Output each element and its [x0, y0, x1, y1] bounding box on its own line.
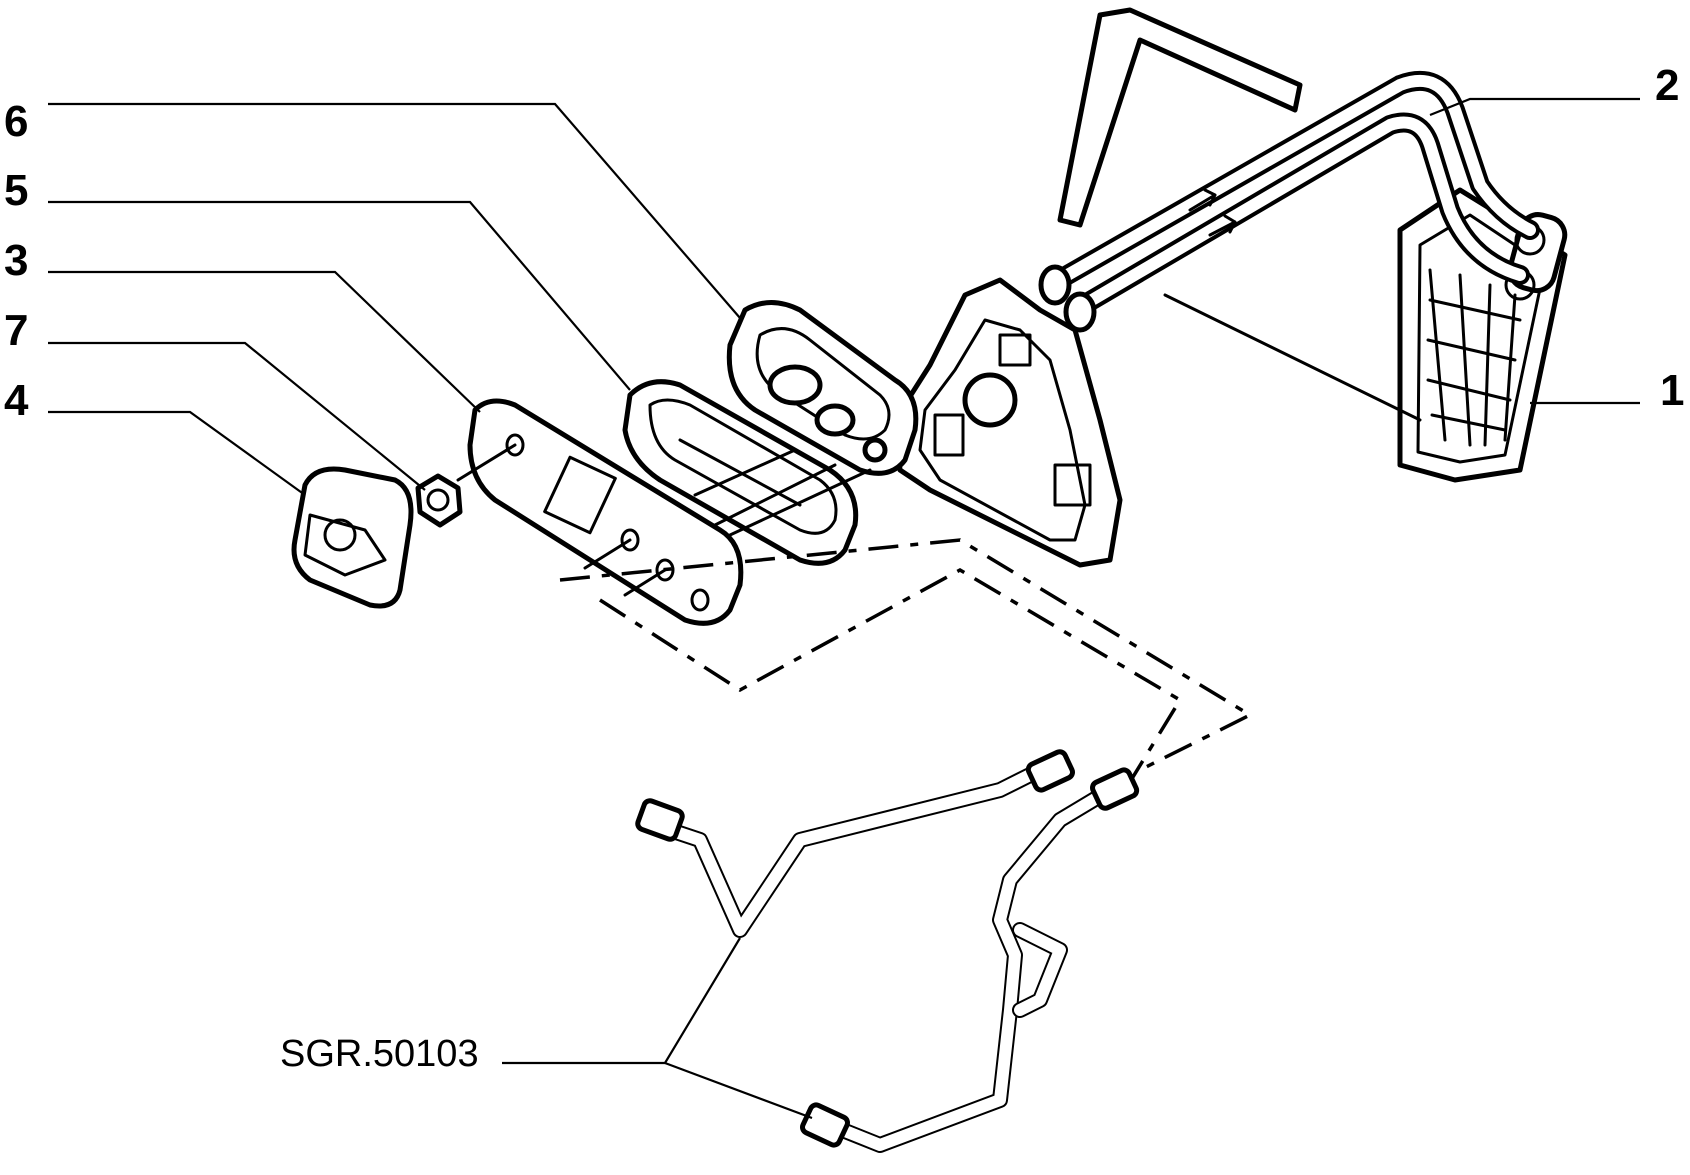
callout-6: 6 — [4, 97, 28, 146]
hose-assembly — [635, 749, 1140, 1153]
reference-label: SGR.50103 — [280, 1033, 479, 1075]
callout-4: 4 — [4, 376, 29, 425]
assembly-lines — [456, 443, 872, 597]
seal-part-5 — [622, 379, 859, 566]
cap-part-4 — [291, 466, 414, 609]
heater-pipes-part-2 — [1038, 7, 1540, 422]
gasket-part-6 — [726, 300, 919, 476]
callout-3: 3 — [4, 236, 28, 285]
nut-part-7 — [415, 473, 463, 528]
dashed-connection-lines — [559, 538, 1254, 791]
leader-lines — [48, 97, 1640, 1120]
callout-5: 5 — [4, 166, 28, 215]
callout-7: 7 — [4, 306, 28, 355]
callout-1: 1 — [1660, 366, 1684, 415]
callout-2: 2 — [1655, 61, 1679, 110]
heater-core-part-1 — [1397, 187, 1568, 483]
plate-part-3 — [467, 398, 744, 626]
